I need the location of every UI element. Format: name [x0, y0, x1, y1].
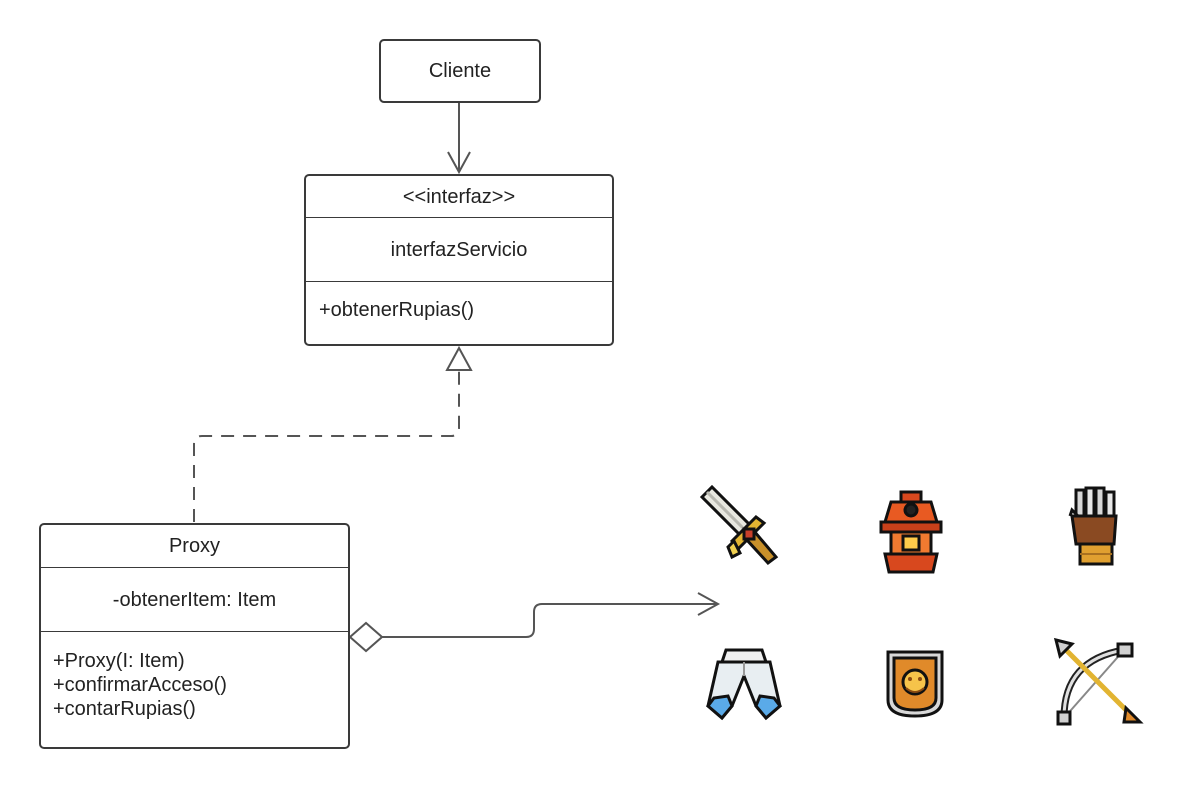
proxy-method: +confirmarAcceso() [53, 674, 227, 696]
lantern-icon [879, 490, 943, 574]
gauntlet-icon [1068, 486, 1118, 566]
bow-icon [1054, 638, 1144, 726]
shield-icon [886, 650, 944, 718]
interface-methods-section: +obtenerRupias() [306, 281, 612, 344]
interface-class-box[interactable]: <<interfaz>> interfazServicio +obtenerRu… [304, 174, 614, 346]
client-label: Cliente [428, 60, 492, 82]
proxy-name-section: Proxy [41, 525, 348, 567]
proxy-method: +Proxy(I: Item) [53, 650, 185, 672]
interface-name-section: interfazServicio [306, 217, 612, 281]
proxy-method: +contarRupias() [53, 698, 196, 720]
proxy-attribute: -obtenerItem: Item [112, 588, 277, 611]
proxy-class-box[interactable]: Proxy -obtenerItem: Item +Proxy(I: Item)… [39, 523, 350, 749]
aggregation-diamond [348, 621, 384, 653]
aggregation-arrowhead [697, 592, 721, 616]
client-to-interface-arrowhead [447, 151, 471, 175]
interface-stereotype: <<interfaz>> [402, 185, 516, 208]
proxy-methods-section: +Proxy(I: Item) +confirmarAcceso() +cont… [41, 631, 348, 747]
sword-icon [699, 484, 779, 566]
client-class-box[interactable]: Cliente [379, 39, 541, 103]
realization-dashed-line [193, 370, 460, 522]
aggregation-line [382, 603, 718, 638]
interface-name: interfazServicio [390, 238, 528, 261]
interface-stereotype-section: <<interfaz>> [306, 176, 612, 217]
cape-icon [705, 648, 783, 721]
proxy-name: Proxy [168, 535, 221, 557]
proxy-attributes-section: -obtenerItem: Item [41, 567, 348, 631]
realization-triangle [445, 345, 473, 371]
interface-method: +obtenerRupias() [319, 299, 475, 321]
